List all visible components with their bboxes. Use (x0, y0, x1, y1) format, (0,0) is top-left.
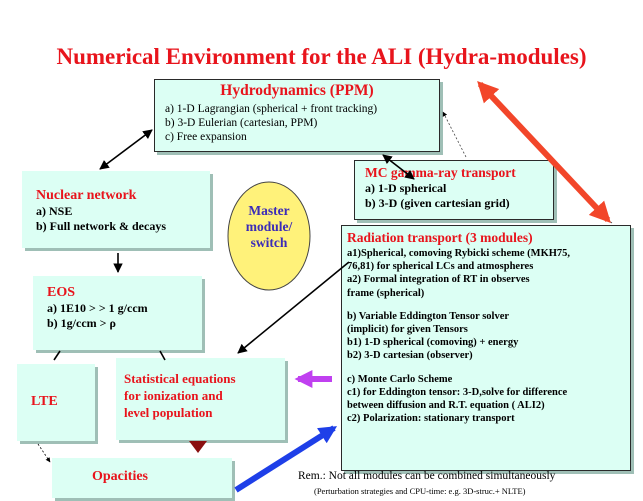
eos-line: a) 1E10 > > 1 g/ccm (47, 301, 148, 315)
red-double-arrow (477, 80, 611, 224)
nuclear-network-line: b) Full network & decays (36, 219, 166, 233)
connector-eos-lte (53, 350, 61, 361)
eos-title: EOS (47, 285, 76, 300)
radiation-transport-line: b1) 1-D spherical (comoving) + energy (347, 337, 519, 349)
hydrodynamics-line: a) 1-D Lagrangian (spherical + front tra… (165, 103, 378, 115)
statistical-equations-line: for ionization and (124, 388, 223, 403)
radiation-transport-line: a1)Spherical, comoving Rybicki scheme (M… (347, 248, 571, 259)
arrow-rad-stat (237, 261, 350, 354)
master-switch-node: Master module/ switch (226, 180, 312, 292)
eos-box: EOS a) 1E10 > > 1 g/ccm b) 1g/ccm > ρ (33, 276, 202, 350)
opacities-box: Opacities (52, 458, 232, 498)
master-switch-ellipse (227, 181, 311, 291)
radiation-transport-line: c) Monte Carlo Scheme (347, 373, 453, 385)
radiation-transport-line: (implicit) for given Tensors (347, 324, 468, 336)
lte-title: LTE (31, 394, 58, 409)
mc-gamma-ray-line: b) 3-D (given cartesian grid) (365, 196, 510, 210)
remark-text: Rem.: Not all modules can be combined si… (298, 470, 556, 482)
statistical-equations-line: level population (124, 405, 213, 420)
master-switch-label: switch (250, 235, 288, 250)
dashed-arrow-mc-hydro (442, 111, 467, 158)
diagram-title: Numerical Environment for the ALI (Hydra… (56, 44, 587, 69)
dashed-arrow-lte-opacities (37, 443, 51, 463)
radiation-transport-line: b2) 3-D cartesian (observer) (347, 350, 473, 362)
lte-box: LTE (17, 364, 95, 441)
hydrodynamics-line: b) 3-D Eulerian (cartesian, PPM) (165, 117, 318, 129)
darkred-down-triangle (189, 441, 207, 453)
nuclear-network-title: Nuclear network (36, 188, 137, 203)
statistical-equations-line: Statistical equations (124, 371, 236, 386)
connector-eos-stat (159, 350, 166, 361)
statistical-equations-box: Statistical equations for ionization and… (116, 358, 285, 440)
radiation-transport-line: a2) Formal integration of RT in observes (347, 274, 530, 286)
hydrodynamics-title: Hydrodynamics (PPM) (220, 82, 374, 99)
nuclear-network-line: a) NSE (36, 204, 73, 218)
hydrodynamics-line: c) Free expansion (165, 131, 247, 143)
eos-line: b) 1g/ccm > ρ (47, 316, 116, 330)
blue-arrow-opacities-rad (234, 425, 338, 493)
radiation-transport-line: 76,81) for spherical LCs and atmospheres (347, 261, 534, 273)
radiation-transport-title: Radiation transport (3 modules) (347, 230, 533, 245)
arrow-hydro-nuclear (99, 129, 153, 170)
master-switch-label: module/ (245, 219, 293, 234)
radiation-transport-line: c2) Polarization: stationary transport (347, 413, 515, 425)
remark-subtext: (Perturbation strategies and CPU-time: e… (314, 486, 526, 496)
hydrodynamics-box: Hydrodynamics (PPM) a) 1-D Lagrangian (s… (154, 79, 440, 152)
master-switch-label: Master (248, 203, 290, 218)
radiation-transport-box: Radiation transport (3 modules) a1)Spher… (341, 225, 631, 471)
nuclear-network-box: Nuclear network a) NSE b) Full network &… (22, 171, 210, 248)
opacities-title: Opacities (92, 469, 148, 484)
radiation-transport-line: between diffusion and R.T. equation ( AL… (347, 400, 545, 412)
arrow-hydro-mc (382, 154, 415, 180)
radiation-transport-line: frame (spherical) (347, 287, 425, 299)
radiation-transport-line: b) Variable Eddington Tensor solver (347, 310, 510, 322)
radiation-transport-line: c1) for Eddington tensor: 3-D,solve for … (347, 386, 568, 398)
mc-gamma-ray-line: a) 1-D spherical (365, 181, 447, 195)
